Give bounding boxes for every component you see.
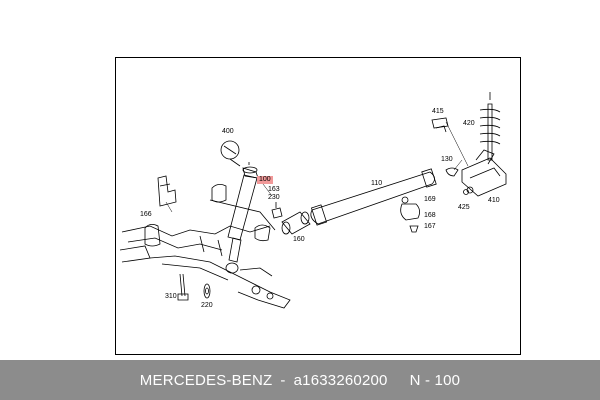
bracket-166 xyxy=(157,175,177,207)
bolt-310 xyxy=(177,273,189,301)
fastener-425 xyxy=(463,189,469,195)
part-label-168: 168 xyxy=(424,212,436,219)
part-label-425: 425 xyxy=(458,204,470,211)
parts-diagram xyxy=(119,92,507,309)
bolt-230 xyxy=(271,202,283,219)
clamp-168 xyxy=(400,196,420,233)
part-label-230: 230 xyxy=(268,194,280,201)
part-label-167: 167 xyxy=(424,223,436,230)
brand-name: MERCEDES-BENZ xyxy=(139,371,273,389)
bracket-415 xyxy=(431,117,449,133)
part-label-163: 163 xyxy=(268,186,280,193)
column-420 xyxy=(479,92,501,161)
stabilizer-bar-110 xyxy=(310,168,437,226)
part-label-130: 130 xyxy=(441,156,453,163)
leader-lines xyxy=(165,121,469,213)
part-label-410: 410 xyxy=(488,197,500,204)
washer-220 xyxy=(203,283,211,299)
part-label-420: 420 xyxy=(463,120,475,127)
footer-separator: - xyxy=(280,371,286,389)
part-label-166: 166 xyxy=(140,211,152,218)
part-label-220: 220 xyxy=(201,302,213,309)
bushing-160 xyxy=(281,211,311,235)
part-label-110: 110 xyxy=(371,180,383,187)
reference-number: N - 100 xyxy=(409,371,461,389)
mount-410 xyxy=(461,149,507,197)
subframe xyxy=(119,184,291,309)
part-400-ring xyxy=(220,140,241,167)
part-label-310: 310 xyxy=(165,293,177,300)
part-label-169: 169 xyxy=(424,196,436,203)
link-130 xyxy=(445,167,459,177)
part-label-100-highlighted: 100 xyxy=(257,176,273,184)
part-label-415: 415 xyxy=(432,108,444,115)
part-label-400: 400 xyxy=(222,128,234,135)
footer-bar: MERCEDES-BENZ - a1633260200 N - 100 xyxy=(0,360,600,400)
part-number: a1633260200 xyxy=(293,371,388,389)
shock-absorber xyxy=(225,162,259,274)
part-label-160: 160 xyxy=(293,236,305,243)
